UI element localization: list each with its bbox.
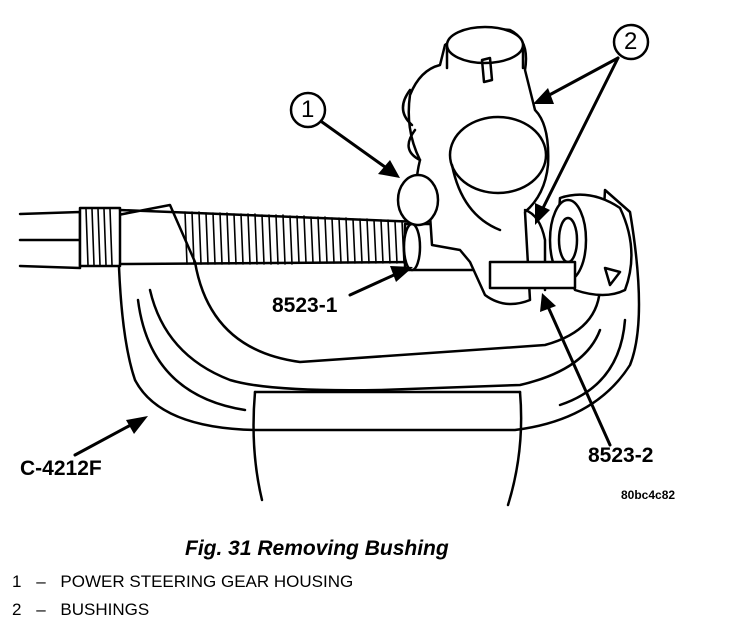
callout-1-circle xyxy=(289,91,327,129)
callout-2-number: 2 xyxy=(624,28,638,55)
arrow-heads xyxy=(126,88,556,434)
legend-dash: – xyxy=(36,600,46,619)
legend-text: POWER STEERING GEAR HOUSING xyxy=(60,572,354,591)
legend-item-1: 1 – POWER STEERING GEAR HOUSING xyxy=(12,572,353,592)
press-c-4212f-label: C-4212F xyxy=(20,457,102,480)
tool-8523-1-label: 8523-1 xyxy=(272,294,338,317)
legend-number: 1 xyxy=(12,572,22,591)
image-code: 80bc4c82 xyxy=(621,488,676,502)
legend-item-2: 2 – BUSHINGS xyxy=(12,600,149,620)
tool-8523-2-label: 8523-2 xyxy=(588,444,654,467)
gear-housing xyxy=(396,25,577,306)
figure-caption: Fig. 31 Removing Bushing xyxy=(185,537,449,560)
press-frame xyxy=(116,188,641,507)
legend-number: 2 xyxy=(12,600,22,619)
threaded-screw xyxy=(18,206,422,270)
legend-dash: – xyxy=(36,572,46,591)
callout-1-number: 1 xyxy=(301,96,315,123)
legend-text: BUSHINGS xyxy=(60,600,150,619)
leader-arrows xyxy=(73,56,620,457)
callout-2-circle xyxy=(612,23,650,61)
